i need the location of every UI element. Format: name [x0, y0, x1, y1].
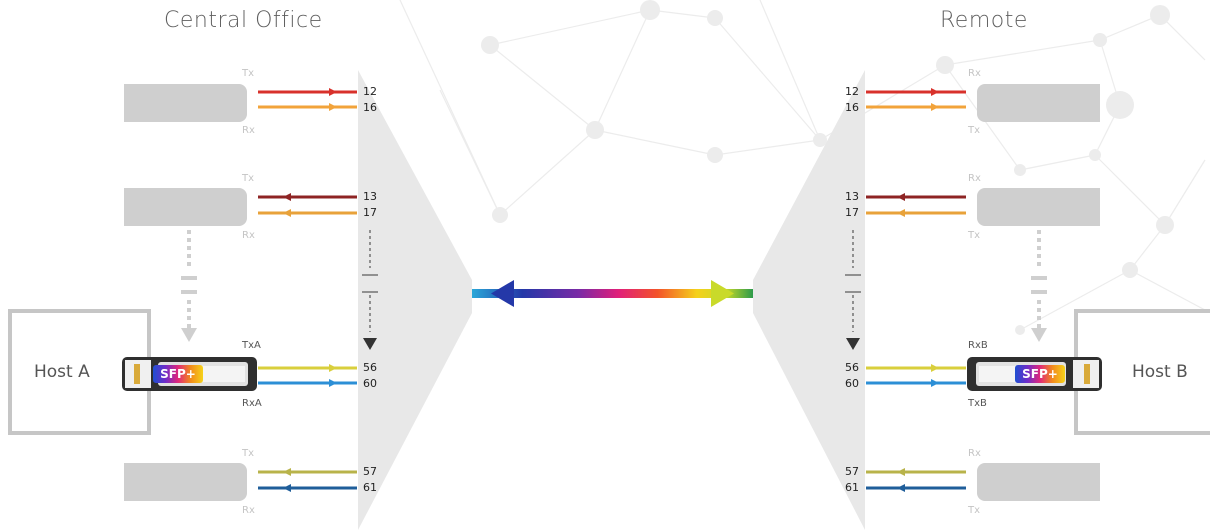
host-a-label: Host A	[34, 362, 90, 382]
rm-tx-label-1: Tx	[968, 125, 981, 136]
rm-txb-label: TxB	[968, 398, 987, 409]
co-channel-13: 13	[363, 190, 377, 203]
co-channel-dashes	[362, 230, 378, 332]
remote-title: Remote	[940, 8, 1028, 33]
arrow-right-icon	[711, 280, 734, 307]
co-channel-60: 60	[363, 377, 377, 390]
mux-central	[358, 70, 472, 530]
background-nodes	[481, 0, 1174, 335]
host-b-label: Host B	[1132, 362, 1188, 382]
co-channel-16: 16	[363, 101, 377, 114]
rm-rx-label-3: Rx	[968, 448, 981, 459]
co-tx-label-3: Tx	[242, 448, 255, 459]
rm-channel-57: 57	[845, 465, 859, 478]
co-fiber-arrows	[283, 88, 337, 492]
co-tx-label-2: Tx	[242, 173, 255, 184]
mux-remote	[753, 70, 865, 530]
rm-rx-label-1: Rx	[968, 68, 981, 79]
co-txa-label: TxA	[242, 340, 261, 351]
co-tx-label-1: Tx	[242, 68, 255, 79]
rm-rx-label-2: Rx	[968, 173, 981, 184]
remote-fibers	[866, 90, 966, 490]
co-down-arrow-icon	[181, 328, 197, 342]
remote-down-arrow-icon	[1031, 328, 1047, 342]
co-rx-label-3: Rx	[242, 505, 255, 516]
rm-channel-16: 16	[845, 101, 859, 114]
co-channel-17: 17	[363, 206, 377, 219]
rm-channel-60: 60	[845, 377, 859, 390]
rm-channel-12: 12	[845, 85, 859, 98]
co-channel-61: 61	[363, 481, 377, 494]
remote-transceivers	[977, 84, 1100, 501]
remote-host-dashes	[1031, 230, 1047, 330]
co-channel-56: 56	[363, 361, 377, 374]
co-rxa-label: RxA	[242, 398, 262, 409]
rm-channel-61: 61	[845, 481, 859, 494]
co-transceivers	[124, 84, 247, 501]
co-channel-arrow-icon	[363, 338, 377, 350]
co-channel-57: 57	[363, 465, 377, 478]
sfp-badge-b: SFP+	[1015, 365, 1065, 383]
rm-channel-17: 17	[845, 206, 859, 219]
rm-tx-label-3: Tx	[968, 505, 981, 516]
co-channel-12: 12	[363, 85, 377, 98]
remote-fiber-arrows	[897, 88, 939, 492]
spectrum-link	[472, 280, 753, 307]
rm-tx-label-2: Tx	[968, 230, 981, 241]
rm-rxb-label: RxB	[968, 340, 988, 351]
sfp-badge-a: SFP+	[153, 365, 203, 383]
remote-channel-arrow-icon	[846, 338, 860, 350]
co-rx-label-2: Rx	[242, 230, 255, 241]
co-rx-label-1: Rx	[242, 125, 255, 136]
co-fibers	[258, 90, 357, 490]
co-host-dashes	[181, 230, 197, 330]
central-office-title: Central Office	[164, 8, 323, 33]
arrow-left-icon	[491, 280, 514, 307]
rm-channel-56: 56	[845, 361, 859, 374]
rm-channel-13: 13	[845, 190, 859, 203]
remote-channel-dashes	[845, 230, 861, 332]
